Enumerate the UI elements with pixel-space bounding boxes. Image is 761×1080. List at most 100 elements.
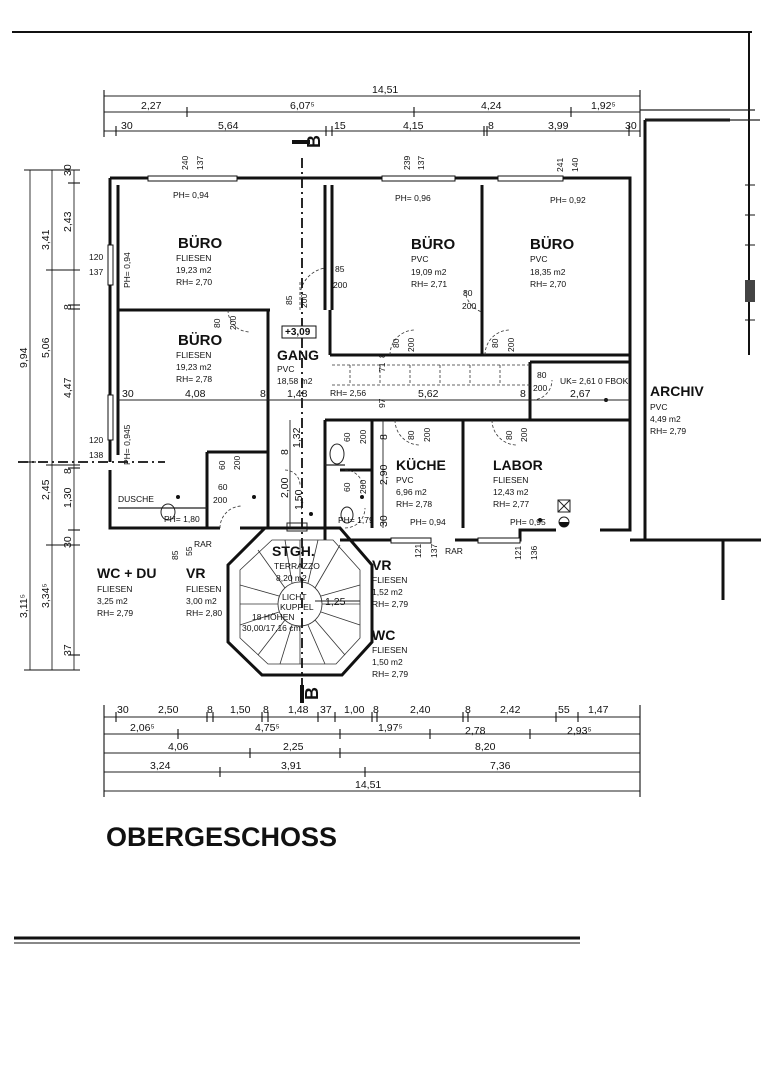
svg-text:60: 60 xyxy=(342,432,352,442)
svg-text:1,52 m2: 1,52 m2 xyxy=(372,587,403,597)
svg-text:PVC: PVC xyxy=(411,254,428,264)
sill-height: PH= 0,94 xyxy=(122,252,132,288)
svg-text:14,51: 14,51 xyxy=(355,779,381,791)
left-dim: 3,41 xyxy=(40,229,52,250)
svg-text:3,91: 3,91 xyxy=(281,760,302,772)
svg-text:55: 55 xyxy=(184,546,194,556)
room-archiv: ARCHIV PVC 4,49 m2 RH= 2,79 xyxy=(650,383,704,436)
plan-title: OBERGESCHOSS xyxy=(106,822,337,852)
sill-height: PH= 0,92 xyxy=(550,195,586,205)
room-wc-du: WC + DU FLIESEN 3,25 m2 RH= 2,79 xyxy=(97,565,157,618)
svg-text:80: 80 xyxy=(537,370,547,380)
svg-text:2,00: 2,00 xyxy=(279,477,291,498)
svg-text:71: 71 xyxy=(377,362,387,372)
sill-height: PH= 0,945 xyxy=(122,424,132,465)
svg-text:RH= 2,78: RH= 2,78 xyxy=(396,499,432,509)
svg-text:137: 137 xyxy=(429,544,439,558)
svg-text:8,20 m2: 8,20 m2 xyxy=(276,573,307,583)
svg-text:137: 137 xyxy=(195,156,205,170)
svg-text:19,09 m2: 19,09 m2 xyxy=(411,267,447,277)
svg-text:RH= 2,70: RH= 2,70 xyxy=(176,277,212,287)
svg-text:FLIESEN: FLIESEN xyxy=(372,645,407,655)
uk-label: UK= 2,61 0 FBOK xyxy=(560,376,629,386)
left-dim: 3,34⁵ xyxy=(40,583,52,608)
svg-text:3,24: 3,24 xyxy=(150,760,171,772)
svg-text:80: 80 xyxy=(504,430,514,440)
svg-text:RH= 2,77: RH= 2,77 xyxy=(493,499,529,509)
sanitary-fixtures xyxy=(160,398,608,532)
svg-text:8: 8 xyxy=(279,449,291,455)
svg-text:1,50 m2: 1,50 m2 xyxy=(372,657,403,667)
bottom-dimensions: 30 2,50 8 1,50 8 1,48 37 1,00 8 2,40 8 2… xyxy=(103,704,641,797)
room-vr-right: VR FLIESEN 1,52 m2 RH= 2,79 xyxy=(372,557,408,609)
svg-text:200: 200 xyxy=(232,456,242,470)
svg-text:2,50: 2,50 xyxy=(158,704,179,716)
svg-text:FLIESEN: FLIESEN xyxy=(372,575,407,585)
svg-text:8,20: 8,20 xyxy=(475,741,496,753)
room-stgh: STGH. TERRAZZO 8,20 m2 LICHT KUPPEL 18 H… xyxy=(242,543,346,633)
svg-text:2,93⁵: 2,93⁵ xyxy=(567,725,592,737)
section-marker-bar-bottom xyxy=(300,685,304,703)
svg-text:200: 200 xyxy=(422,428,432,442)
svg-text:1,50: 1,50 xyxy=(230,704,251,716)
svg-text:200: 200 xyxy=(358,480,368,494)
svg-text:80: 80 xyxy=(490,338,500,348)
svg-text:RH= 2,79: RH= 2,79 xyxy=(372,599,408,609)
window-left-1 xyxy=(107,244,114,286)
svg-text:80: 80 xyxy=(391,338,401,348)
svg-text:RH= 2,70: RH= 2,70 xyxy=(530,279,566,289)
svg-text:RH= 2,71: RH= 2,71 xyxy=(411,279,447,289)
svg-text:12,43 m2: 12,43 m2 xyxy=(493,487,529,497)
svg-text:8: 8 xyxy=(260,388,266,400)
svg-text:18,35 m2: 18,35 m2 xyxy=(530,267,566,277)
sill-height: PH= 0,94 xyxy=(173,190,209,200)
svg-text:BÜRO: BÜRO xyxy=(530,236,574,253)
svg-text:VR: VR xyxy=(372,557,391,573)
svg-text:FLIESEN: FLIESEN xyxy=(176,350,211,360)
svg-text:120: 120 xyxy=(89,435,103,445)
svg-text:1,00: 1,00 xyxy=(344,704,365,716)
svg-text:8: 8 xyxy=(520,388,526,400)
svg-text:137: 137 xyxy=(416,156,426,170)
door-swings xyxy=(219,267,553,529)
svg-text:241: 241 xyxy=(555,158,565,172)
svg-text:4,49 m2: 4,49 m2 xyxy=(650,414,681,424)
svg-text:8: 8 xyxy=(378,434,390,440)
svg-text:240: 240 xyxy=(180,156,190,170)
sill-height: PH= 1,79 xyxy=(338,515,374,525)
svg-text:18,58 m2: 18,58 m2 xyxy=(277,376,313,386)
svg-text:ARCHIV: ARCHIV xyxy=(650,383,704,399)
svg-text:PVC: PVC xyxy=(277,364,294,374)
svg-text:8: 8 xyxy=(373,704,379,716)
svg-text:2,67: 2,67 xyxy=(570,388,591,400)
svg-text:2,06⁵: 2,06⁵ xyxy=(130,722,155,734)
top-dim: 3,99 xyxy=(548,120,569,132)
left-dim: 2,43 xyxy=(62,211,74,232)
top-dim: 30 xyxy=(625,120,637,132)
svg-text:138: 138 xyxy=(89,450,103,460)
top-dim: 5,64 xyxy=(218,120,239,132)
top-dim: 4,24 xyxy=(481,100,502,112)
svg-text:30: 30 xyxy=(378,515,390,527)
section-mark-bottom: B xyxy=(302,687,322,700)
svg-text:FLIESEN: FLIESEN xyxy=(97,584,132,594)
svg-text:BÜRO: BÜRO xyxy=(178,332,222,349)
room-buero-2: BÜRO PVC 19,09 m2 RH= 2,71 xyxy=(411,236,455,289)
svg-text:136: 136 xyxy=(529,546,539,560)
svg-text:1,25: 1,25 xyxy=(325,596,346,608)
svg-text:2,42: 2,42 xyxy=(500,704,521,716)
left-dim: 4,47 xyxy=(62,377,74,398)
svg-text:1,32: 1,32 xyxy=(291,427,303,448)
opening-dimensions: 240 137 239 137 241 140 120 137 120 138 … xyxy=(89,156,580,560)
left-dimensions: 9,94 3,11⁵ 3,41 5,06 2,45 3,34⁵ 30 2,43 … xyxy=(18,164,80,671)
svg-text:120: 120 xyxy=(89,252,103,262)
svg-text:RH= 2,80: RH= 2,80 xyxy=(186,608,222,618)
corridor-dashes xyxy=(332,364,530,386)
dusche-label: DUSCHE xyxy=(118,494,154,504)
svg-text:4,08: 4,08 xyxy=(185,388,206,400)
section-marker-bar-top xyxy=(292,140,310,144)
svg-text:60: 60 xyxy=(218,482,228,492)
svg-text:FLIESEN: FLIESEN xyxy=(493,475,528,485)
left-dim: 8 xyxy=(62,468,74,474)
svg-text:8: 8 xyxy=(465,704,471,716)
